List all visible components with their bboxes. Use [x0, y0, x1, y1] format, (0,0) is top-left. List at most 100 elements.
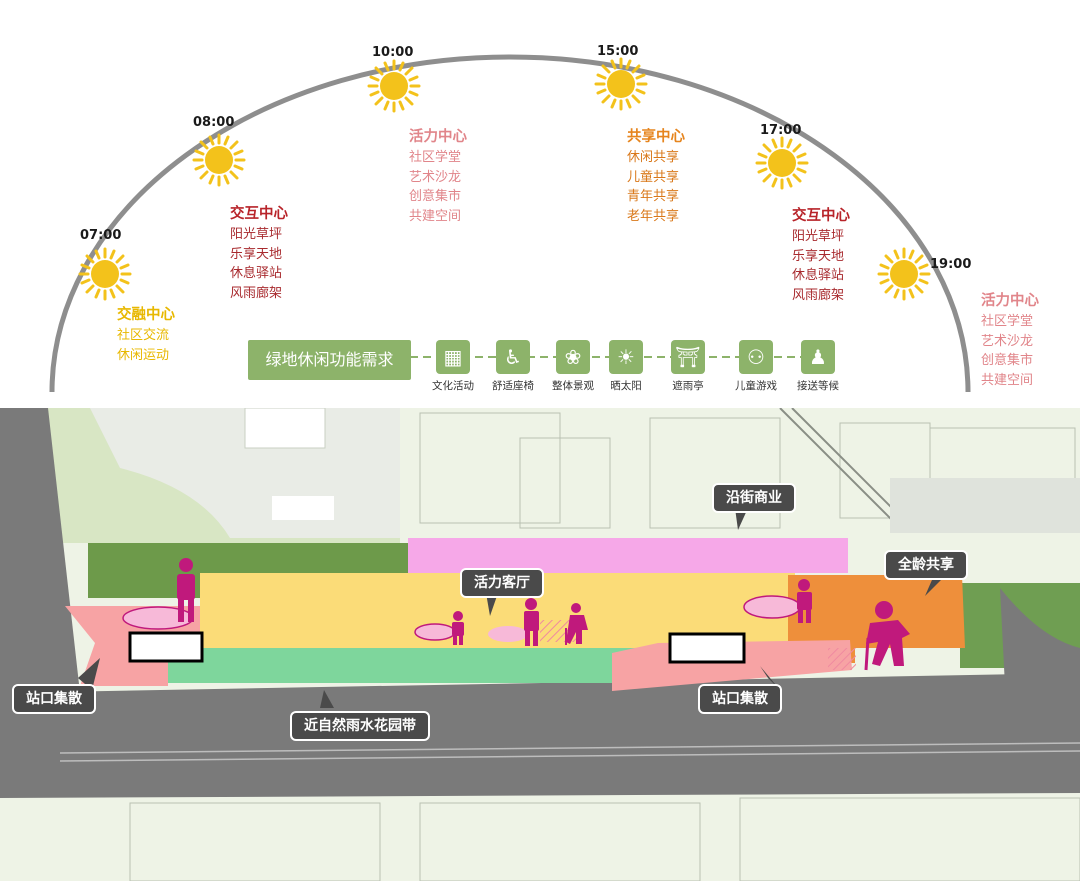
zone-item: 社区交流 [117, 328, 170, 343]
zone-title: 交互中心 [792, 208, 850, 224]
zone-item: 艺术沙龙 [409, 169, 462, 185]
walking-icon: ♟ [801, 340, 835, 374]
main-road [0, 673, 1080, 798]
zone-item: 休息驿站 [792, 268, 845, 283]
function-item: ❀ 整体景观 [543, 340, 603, 393]
site-plan-drawing [0, 408, 1080, 881]
sun-icon [594, 57, 648, 111]
time-label: 19:00 [930, 257, 972, 272]
function-label: 接送等候 [797, 380, 839, 392]
function-label: 遮雨亭 [672, 380, 704, 392]
zone-item: 青年共享 [627, 189, 680, 204]
zone-item: 乐享天地 [792, 248, 845, 264]
zone-item: 阳光草坪 [792, 229, 845, 244]
zone-item: 乐享天地 [230, 246, 283, 262]
time-label: 17:00 [760, 123, 802, 138]
zone-title: 交互中心 [230, 206, 288, 222]
function-label: 舒适座椅 [492, 380, 534, 392]
label-all-ages-share: 全龄共享 [884, 550, 968, 580]
zone-jiaohu-right: 交互中心 阳光草坪 乐享天地 休息驿站 风雨廊架 [792, 205, 850, 305]
sun-icon: ☀ [609, 340, 643, 374]
function-needs-title: 绿地休闲功能需求 [248, 340, 411, 380]
zone-item: 共建空间 [981, 372, 1034, 388]
zone-title: 交融中心 [117, 307, 175, 323]
lower-parcel-lines [129, 797, 1080, 881]
person-icon [797, 579, 812, 623]
function-item: ⚇ 儿童游戏 [726, 340, 786, 393]
zone-huoli-right: 活力中心 社区学堂 艺术沙龙 创意集市 共建空间 [981, 290, 1039, 390]
zone-item: 社区学堂 [409, 150, 462, 165]
sun-icon [192, 133, 246, 187]
station-entrance [128, 631, 204, 663]
zone-gongxiang: 共享中心 休闲共享 儿童共享 青年共享 老年共享 [627, 126, 685, 226]
pavilion-icon: ⛩ [671, 340, 705, 374]
station-entrance [668, 632, 746, 664]
side-road [0, 408, 80, 693]
function-label: 文化活动 [432, 380, 474, 392]
hatched-ramp [828, 648, 856, 670]
zone-item: 社区学堂 [981, 314, 1034, 329]
function-item: ♟ 接送等候 [788, 340, 848, 393]
zone-item: 休闲共享 [627, 150, 680, 165]
zone-title: 活力中心 [981, 293, 1039, 309]
function-label: 晒太阳 [610, 380, 642, 392]
zone-item: 休息驿站 [230, 266, 283, 281]
zone-item: 老年共享 [627, 208, 680, 224]
rain-garden-zone [168, 648, 658, 683]
grey-building [890, 478, 1080, 533]
zone-item: 风雨廊架 [230, 285, 283, 301]
zone-huoli-top: 活力中心 社区学堂 艺术沙龙 创意集市 共建空间 [409, 126, 467, 226]
time-label: 10:00 [372, 45, 414, 60]
zone-item: 共建空间 [409, 208, 462, 224]
callout-pointers [78, 508, 948, 708]
zone-title: 活力中心 [409, 129, 467, 145]
label-station-left: 站口集散 [12, 684, 96, 714]
sun-icon [877, 247, 931, 301]
seat-icon: ♿ [496, 340, 530, 374]
site-plan-map: 沿街商业 活力客厅 全龄共享 站口集散 站口集散 近自然雨水花园带 [0, 408, 1080, 881]
person-icon [452, 611, 464, 645]
zone-item: 创意集市 [981, 353, 1034, 368]
zone-item: 阳光草坪 [230, 227, 283, 242]
sun-icon [78, 247, 132, 301]
time-label: 15:00 [597, 44, 639, 59]
zone-jiaohu-left: 交互中心 阳光草坪 乐享天地 休息驿站 风雨廊架 [230, 203, 288, 303]
function-item: ♿ 舒适座椅 [483, 340, 543, 393]
side-road [1000, 588, 1080, 686]
zone-item: 儿童共享 [627, 169, 680, 185]
child-play-icon: ⚇ [739, 340, 773, 374]
flower-icon: ❀ [556, 340, 590, 374]
building-footprint [244, 408, 326, 449]
person-icon [177, 558, 195, 622]
sun-arc-diagram [49, 54, 971, 393]
sun-icon [367, 59, 421, 113]
zone-item: 艺术沙龙 [981, 333, 1034, 349]
building-footprint [272, 496, 334, 520]
function-label: 儿童游戏 [735, 380, 777, 392]
sun-path-arc [49, 54, 971, 393]
culture-icon: ▦ [436, 340, 470, 374]
zone-item: 风雨廊架 [792, 287, 845, 303]
label-street-commerce: 沿街商业 [712, 483, 796, 513]
zone-title: 共享中心 [627, 129, 685, 145]
time-label: 08:00 [193, 115, 235, 130]
zone-jiaorong: 交融中心 社区交流 休闲运动 [117, 304, 175, 365]
sun-icon [755, 136, 809, 190]
function-item: ⛩ 遮雨亭 [658, 340, 718, 393]
gathering-ellipse [488, 626, 528, 642]
lower-blocks [0, 798, 1080, 881]
zone-item: 休闲运动 [117, 347, 170, 363]
time-label: 07:00 [80, 228, 122, 243]
function-item: ☀ 晒太阳 [596, 340, 656, 393]
zone-item: 创意集市 [409, 189, 462, 204]
label-rain-garden: 近自然雨水花园带 [290, 711, 430, 741]
function-label: 整体景观 [552, 380, 594, 392]
street-commerce-zone [408, 538, 848, 573]
label-vitality-lounge: 活力客厅 [460, 568, 544, 598]
elderly-person-icon [565, 603, 588, 645]
road-markings [59, 742, 1080, 762]
label-station-right: 站口集散 [698, 684, 782, 714]
function-item: ▦ 文化活动 [423, 340, 483, 393]
person-icon [524, 598, 539, 646]
elderly-person-icon [864, 601, 910, 671]
